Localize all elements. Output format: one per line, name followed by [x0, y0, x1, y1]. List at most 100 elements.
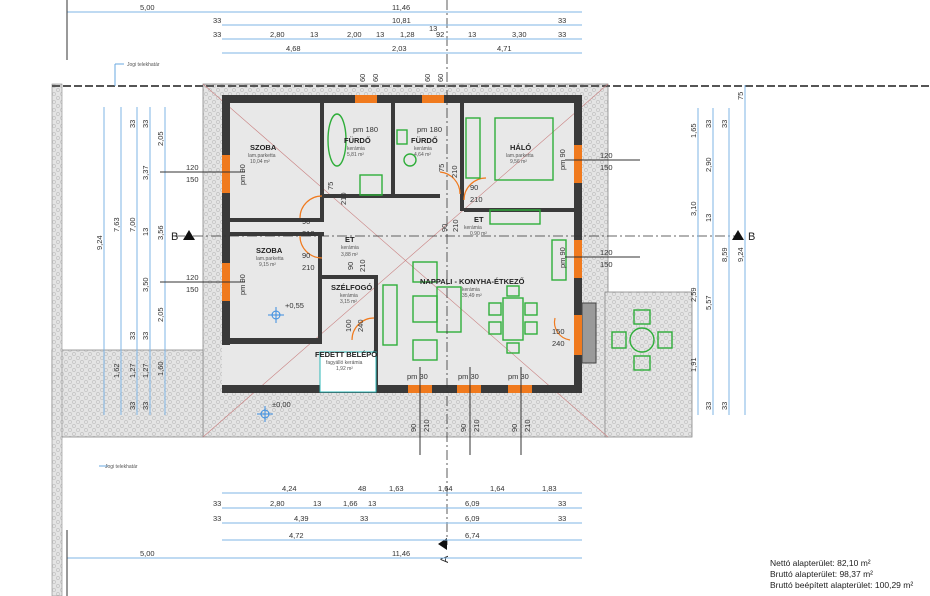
window-label: 210 [523, 419, 532, 432]
door-label: 90 [440, 224, 449, 232]
dim-label: 13 [468, 30, 476, 39]
door-label: 150 [552, 327, 565, 336]
dim-label: 13 [368, 499, 376, 508]
dim-label: 7,63 [112, 217, 121, 232]
dim-label: 33 [720, 402, 729, 410]
boundary-label: Jogi telekhatár [127, 62, 160, 68]
room-floor: kerámia [462, 287, 480, 293]
room-floor: lam.parketta [248, 153, 276, 159]
window-label: 150 [186, 175, 199, 184]
dim-label: 4,72 [289, 531, 304, 540]
left-dimensions: 9,24 7,63 1,62 33 7,00 33 1,27 33 33 3,3… [95, 120, 165, 410]
section-a-label: A [439, 555, 451, 563]
window-label: pm 30 [508, 372, 529, 381]
dim-label: 4,39 [294, 514, 309, 523]
dim-label: 3,56 [156, 225, 165, 240]
level-marker-outside: ±0,00 [257, 400, 291, 422]
dim-label: 2,80 [270, 30, 285, 39]
dim-label: 33 [704, 402, 713, 410]
dim-label: 1,91 [689, 357, 698, 372]
room-name: SZOBA [250, 143, 277, 152]
room-area: 1,92 m² [336, 366, 353, 372]
dim-label: 1,63 [389, 484, 404, 493]
dim-label: 1,62 [112, 363, 121, 378]
dim-label: 33 [213, 514, 221, 523]
room-area: 3,88 m² [341, 252, 358, 258]
dim-label: 75 [736, 92, 745, 100]
window-label: 60 [358, 74, 367, 82]
window-label: pm 90 [558, 247, 567, 268]
room-name: FEDETT BELÉPŐ [315, 350, 377, 359]
house-floor [222, 95, 582, 393]
window-label: 120 [600, 151, 613, 160]
room-floor: kerámia [347, 146, 365, 152]
dim-label: 33 [128, 332, 137, 340]
dim-label: 5,57 [704, 295, 713, 310]
window-label: 60 [423, 74, 432, 82]
door-label: 90 [470, 183, 478, 192]
dim-label: 13 [313, 499, 321, 508]
dim-label: 33 [141, 402, 150, 410]
gross-area: Bruttó alapterület: 98,37 m² [770, 569, 874, 579]
room-labels: SZOBA lam.parketta 10,04 m² FÜRDŐ kerámi… [248, 136, 534, 372]
boundary-label: Jogi telekhatár [105, 464, 138, 470]
window-label: pm 30 [458, 372, 479, 381]
window-label: 60 [371, 74, 380, 82]
room-area: 4,64 m² [414, 152, 431, 158]
furniture [319, 113, 673, 393]
dim-label: 33 [360, 514, 368, 523]
window-label: pm 30 [407, 372, 428, 381]
window-label: pm 180 [353, 125, 378, 134]
room-area: 5,81 m² [347, 152, 364, 158]
dim-label: 9,24 [736, 247, 745, 262]
window-label: 90 [409, 424, 418, 432]
room-floor: lam.parketta [256, 256, 284, 262]
window-label: 90 [510, 424, 519, 432]
window-label: 120 [186, 163, 199, 172]
roof-diagonals [202, 83, 609, 438]
dim-label: 33 [558, 30, 566, 39]
dim-label: 1,27 [141, 363, 150, 378]
dim-label: 13 [141, 228, 150, 236]
dim-label: 33 [720, 120, 729, 128]
dim-label: 1,28 [400, 30, 415, 39]
dim-label: 1,66 [343, 499, 358, 508]
dim-label: 4,24 [282, 484, 297, 493]
opening-labels: 60 60 60 60 pm 180 pm 180 pm 90 pm 90 pm… [160, 74, 640, 455]
dim-label: 33 [128, 402, 137, 410]
dim-label: 48 [358, 484, 366, 493]
dim-label: 3,37 [141, 165, 150, 180]
dim-label: 33 [558, 514, 566, 523]
dim-label: 11,46 [392, 3, 410, 12]
door-label: 210 [339, 192, 348, 205]
dim-label: 1,83 [542, 484, 557, 493]
dim-label: 3,10 [689, 201, 698, 216]
dim-label: 9,24 [95, 235, 104, 250]
dim-label: 13 [376, 30, 384, 39]
room-name: HÁLÓ [510, 143, 531, 152]
door-label: 210 [451, 219, 460, 232]
dim-label: 33 [213, 499, 221, 508]
dim-label: 6,09 [465, 499, 480, 508]
dim-label: 33 [558, 499, 566, 508]
window-label: pm 180 [417, 125, 442, 134]
room-name: ET [474, 215, 484, 224]
dim-label: 1,27 [128, 363, 137, 378]
door-label: 240 [552, 339, 565, 348]
dim-label: 1,64 [438, 484, 453, 493]
room-name: NAPPALI - KONYHA-ÉTKEZŐ [420, 277, 525, 286]
dim-label: 11,46 [392, 549, 410, 558]
dim-label: 8,59 [720, 247, 729, 262]
door-label: 90 [302, 217, 310, 226]
dim-label: 7,00 [128, 217, 137, 232]
window-label: 210 [422, 419, 431, 432]
dim-label: 3,30 [512, 30, 527, 39]
built-area: Bruttó beépített alapterület: 100,29 m² [770, 580, 914, 590]
dim-label: 92 [436, 30, 444, 39]
door-label: 75 [437, 164, 446, 172]
room-floor: lam.parketta [506, 153, 534, 159]
window-label: pm 90 [238, 164, 247, 185]
room-area: 3,15 m² [340, 299, 357, 305]
window-label: 210 [472, 419, 481, 432]
